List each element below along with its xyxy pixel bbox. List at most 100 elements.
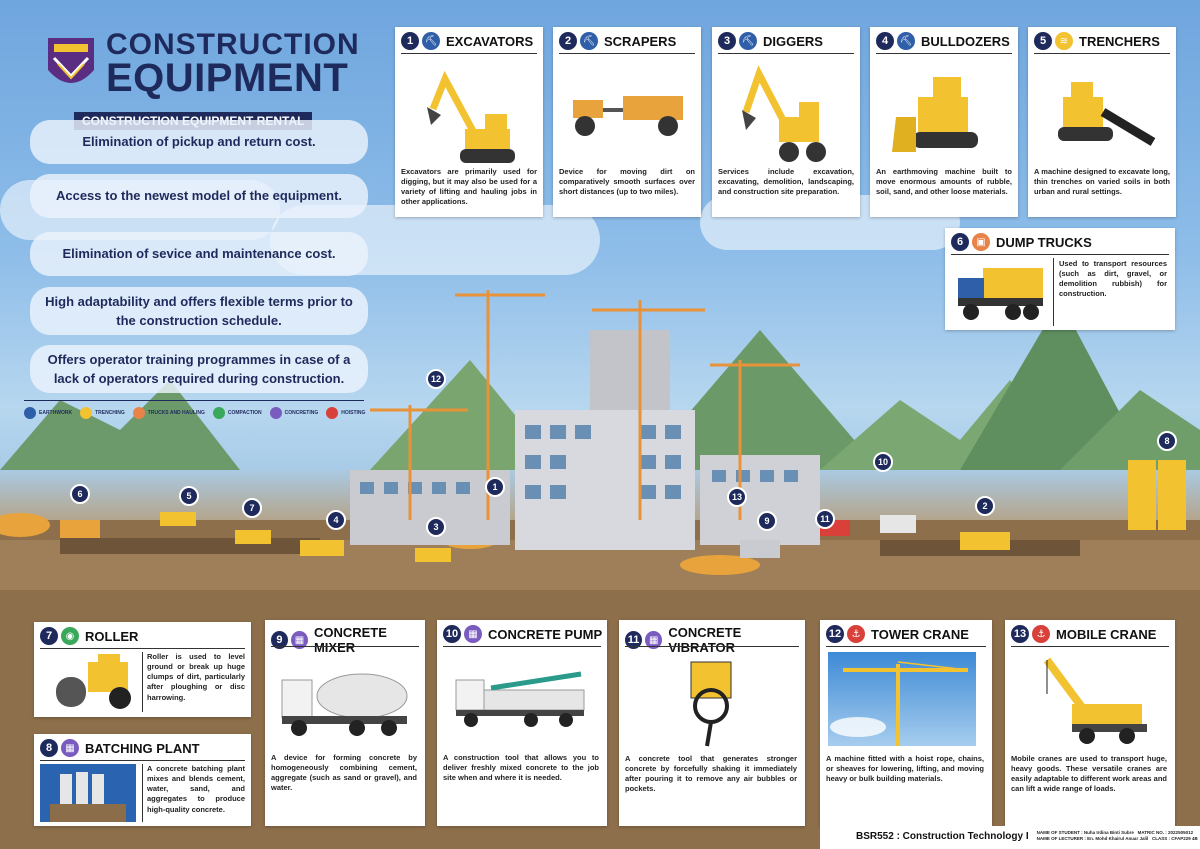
page-title-line1: CONSTRUCTION [106, 28, 360, 61]
card-concrete-vibrator: 11▦ CONCRETE VIBRATOR A concrete tool tha… [619, 620, 805, 826]
legend-item-earthwork: EARTHWORK [24, 407, 72, 419]
card-description: Mobile cranes are used to transport huge… [1011, 754, 1167, 794]
lecturer-name: NAME OF LECTURER : En. Mohd Khairul Anua… [1036, 836, 1149, 842]
card-batching-plant: 8▦ BATCHING PLANT A concrete batching pla… [34, 734, 251, 826]
card-description: Roller is used to level ground or break … [147, 652, 245, 702]
class-code: CLASS : CFAP229 4B [1151, 836, 1198, 842]
card-title: TRENCHERS [1079, 33, 1160, 49]
card-description: Used to transport resources (such as dir… [1059, 259, 1167, 299]
trenching-icon: ≋ [1055, 32, 1073, 50]
card-number: 8 [40, 739, 58, 757]
map-pin-10: 10 [873, 452, 893, 472]
truck-icon: ▣ [972, 233, 990, 251]
course-code: BSR552 : Construction Technology I [856, 830, 1029, 842]
card-title: SCRAPERS [604, 33, 677, 49]
card-title: BATCHING PLANT [85, 740, 200, 756]
bulldozer-image [892, 77, 978, 152]
card-description: A device for forming concrete by homogen… [271, 753, 417, 793]
dump-truck-image [958, 268, 1043, 320]
card-scrapers: 2⛏SCRAPERS Device for moving dirt on com… [553, 27, 701, 217]
earthwork-icon [24, 407, 36, 419]
card-title: CONCRETE VIBRATOR [668, 625, 742, 655]
truck-icon [132, 407, 145, 419]
card-mobile-crane: 13⚓MOBILE CRANE Mobile cranes are used t… [1005, 620, 1175, 826]
card-number: 4 [876, 32, 894, 50]
map-pin-3: 3 [426, 517, 446, 537]
card-description: Excavators are primarily used for diggin… [401, 167, 537, 207]
legend-item-concreting: CONCRETING [269, 407, 318, 419]
category-legend: EARTHWORK TRENCHING TRUCKS AND HAULING C… [24, 407, 365, 419]
benefit-item: Access to the newest model of the equipm… [30, 174, 368, 218]
tower-crane-image [828, 652, 976, 746]
card-number: 3 [718, 32, 736, 50]
card-roller: 7◉ ROLLER Roller is used to level ground … [34, 622, 251, 717]
card-number: 13 [1011, 625, 1029, 643]
student-info: NAME OF STUDENT : Nuha Irdina Binti Subr… [1037, 830, 1198, 843]
concreting-icon [269, 407, 282, 419]
card-description: A machine designed to excavate long, thi… [1034, 167, 1170, 197]
card-description: An earthmoving machine built to move eno… [876, 167, 1012, 197]
concreting-icon: ▦ [645, 631, 663, 649]
batching-plant-image [40, 764, 136, 822]
compaction-icon: ◉ [61, 627, 79, 645]
card-description: Device for moving dirt on comparatively … [559, 167, 695, 197]
card-description: A machine fitted with a hoist rope, chai… [826, 754, 984, 784]
card-excavators: 1⛏EXCAVATORS Excavators are primarily us… [395, 27, 543, 217]
legend-item-hoisting: HOISTING [326, 407, 365, 419]
card-description: A concrete batching plant mixes and blen… [147, 764, 245, 814]
card-number: 7 [40, 627, 58, 645]
card-bulldozers: 4⛏BULLDOZERS An earthmoving machine buil… [870, 27, 1018, 217]
trenching-icon [80, 407, 93, 419]
map-pin-7: 7 [242, 498, 262, 518]
concrete-mixer-image [281, 673, 408, 736]
legend-item-compaction: COMPACTION [212, 407, 262, 419]
card-number: 2 [559, 32, 577, 50]
card-title: DIGGERS [763, 33, 823, 49]
card-number: 6 [951, 233, 969, 251]
concreting-icon: ▦ [290, 631, 308, 649]
earthwork-icon: ⛏ [422, 32, 440, 50]
map-pin-2: 2 [975, 496, 995, 516]
digger-image [742, 65, 826, 162]
roller-image [56, 654, 131, 709]
legend-item-trucks: TRUCKS AND HAULING [132, 407, 205, 419]
map-pin-5: 5 [179, 486, 199, 506]
student-name: NAME OF STUDENT : Nuha Irdina Binti Subr… [1036, 830, 1134, 835]
card-trenchers: 5≋ TRENCHERS A machine designed to excava… [1028, 27, 1176, 217]
trencher-image [1058, 82, 1156, 146]
legend-divider [24, 400, 364, 401]
page-title-line2: EQUIPMENT [106, 56, 349, 100]
map-pin-8: 8 [1157, 431, 1177, 451]
card-description: Services include excavation, excavating,… [718, 167, 854, 197]
card-title: CONCRETE MIXER [313, 625, 387, 655]
excavator-image [427, 70, 515, 163]
benefit-item: High adaptability and offers flexible te… [30, 287, 368, 335]
map-pin-11: 11 [815, 509, 835, 529]
hoisting-icon: ⚓ [847, 625, 865, 643]
card-dump-trucks: 6▣DUMP TRUCKS Used to transport resource… [945, 228, 1175, 330]
compaction-icon [212, 407, 225, 419]
map-pin-6: 6 [70, 484, 90, 504]
card-diggers: 3⛏ DIGGERS Services include excavation, e… [712, 27, 860, 217]
concrete-pump-image [455, 671, 585, 727]
matric-number: MATRIC NO. : 2022505012 [1137, 830, 1194, 835]
university-logo [48, 38, 94, 83]
concreting-icon: ▦ [61, 739, 79, 757]
card-description: A concrete tool that generates stronger … [625, 754, 797, 794]
card-title: TOWER CRANE [871, 626, 969, 642]
earthwork-icon: ⛏ [739, 32, 757, 50]
concreting-icon: ▦ [464, 625, 482, 643]
card-number: 11 [625, 631, 643, 649]
legend-item-trenching: TRENCHING [80, 407, 125, 419]
card-title: ROLLER [85, 628, 139, 644]
card-number: 10 [443, 625, 461, 643]
map-pin-4: 4 [326, 510, 346, 530]
footer: BSR552 : Construction Technology I NAME … [856, 830, 1198, 843]
card-number: 12 [826, 625, 844, 643]
hoisting-icon [326, 407, 339, 419]
card-number: 5 [1034, 32, 1052, 50]
map-pin-1: 1 [485, 477, 505, 497]
map-pin-12: 12 [426, 369, 446, 389]
benefit-item: Offers operator training programmes in c… [30, 345, 368, 393]
map-pin-9: 9 [757, 511, 777, 531]
